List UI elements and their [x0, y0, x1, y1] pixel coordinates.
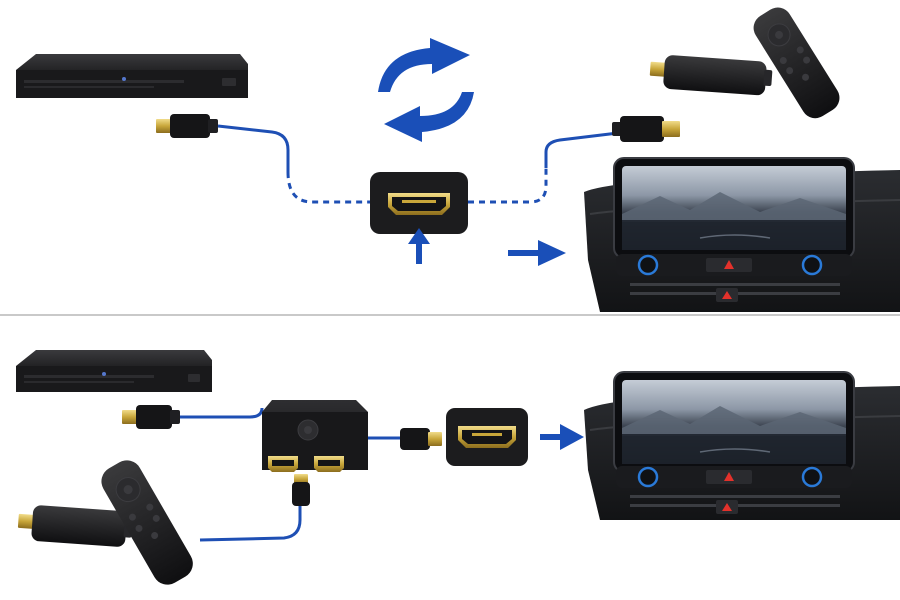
cable-player-to-switch — [180, 407, 264, 419]
panel-top — [16, 7, 900, 312]
blu-ray-player-top — [16, 54, 248, 98]
arrow-right-icon-bottom — [540, 424, 584, 450]
blu-ray-player-bottom — [16, 350, 212, 392]
hdmi-input-port-bottom — [446, 408, 528, 466]
cable-stick-to-switch — [199, 490, 302, 542]
hdmi-switch-box — [262, 400, 368, 472]
remote-control-bottom — [101, 460, 193, 585]
hdmi-plug-left-top — [156, 114, 218, 138]
cable-left-dotted-top — [286, 171, 370, 204]
car-dashboard-screen-bottom — [584, 371, 900, 520]
panel-bottom — [16, 350, 900, 585]
car-dashboard-screen-top — [584, 157, 900, 312]
arrow-right-icon-top — [508, 240, 566, 266]
arrow-up-icon — [408, 228, 430, 264]
hdmi-input-port-top — [370, 172, 468, 234]
hdmi-plug-right-top — [612, 116, 680, 142]
streaming-stick-bottom — [17, 505, 133, 547]
remote-control-top — [753, 7, 840, 119]
hdmi-plug-right-bottom — [400, 428, 442, 450]
cable-right-solid-top — [544, 131, 619, 168]
hdmi-plug-switch-bottom — [292, 474, 310, 506]
cable-left-solid-top — [217, 124, 290, 172]
streaming-stick-top — [649, 55, 773, 96]
cable-right-dotted-top — [468, 168, 548, 204]
hdmi-plug-left-bottom — [122, 405, 180, 429]
swap-arrows-icon — [378, 38, 474, 142]
